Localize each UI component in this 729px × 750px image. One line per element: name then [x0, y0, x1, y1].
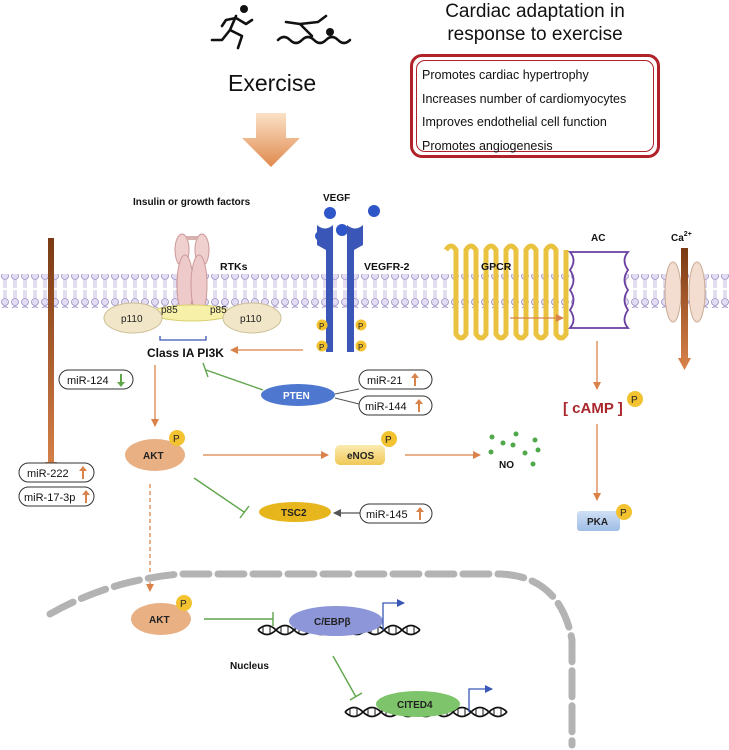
- svg-text:P: P: [358, 322, 363, 331]
- effects-list: Promotes cardiac hypertrophy Increases n…: [422, 64, 626, 158]
- enos-phospho: [381, 431, 397, 447]
- mirna-mir124: miR-124: [58, 369, 134, 390]
- enos-node: [335, 445, 385, 465]
- mirna-mir144: miR-144: [358, 395, 433, 416]
- p110-left: [103, 302, 163, 334]
- rtk-receptor: [174, 233, 210, 316]
- nuclear-envelope: [46, 570, 576, 749]
- gpcr-receptor: [443, 243, 569, 341]
- svg-text:P: P: [620, 508, 627, 519]
- pka-phospho: [616, 504, 632, 520]
- cited4-node: [376, 691, 460, 717]
- mirna-mir17: miR-17-3p: [18, 486, 95, 507]
- cebpb-label: C/EBPβ: [314, 617, 351, 628]
- mir144-to-pten-line: [334, 397, 360, 405]
- effects-box: Promotes cardiac hypertrophy Increases n…: [410, 54, 660, 158]
- pka-label: PKA: [587, 517, 608, 528]
- mirna-mir21: miR-21: [358, 369, 433, 390]
- svg-text:P: P: [358, 343, 363, 352]
- effect-item: Improves endothelial cell function: [422, 115, 607, 129]
- svg-text:miR-124: miR-124: [67, 375, 109, 387]
- pka-node: [577, 511, 620, 531]
- nuclear-akt-label: AKT: [149, 615, 170, 626]
- svg-text:miR-222: miR-222: [27, 468, 69, 480]
- p85-left-label: p85: [161, 305, 178, 316]
- mirna-mir145: miR-145: [359, 503, 433, 524]
- nuclear-akt-node: [131, 603, 191, 635]
- svg-text:P: P: [385, 435, 392, 446]
- exercise-label: Exercise: [228, 70, 317, 96]
- svg-text:P: P: [180, 599, 187, 610]
- runner-icon: [210, 5, 254, 50]
- p110-left-label: p110: [121, 314, 143, 325]
- p110-right: [222, 302, 282, 334]
- effect-item: Promotes angiogenesis: [422, 138, 553, 153]
- cited4-tss-arrow: [468, 685, 493, 712]
- nuclear-akt-phospho: [176, 595, 192, 611]
- no-molecules: [488, 431, 541, 467]
- pten-label: PTEN: [283, 391, 310, 402]
- cited4-label: CITED4: [397, 700, 433, 711]
- akt-label: AKT: [143, 451, 164, 462]
- svg-text:P: P: [319, 322, 324, 331]
- svg-text:miR-144: miR-144: [365, 401, 407, 413]
- tsc2-node: [259, 502, 331, 522]
- mir-to-pten-line: [334, 388, 360, 395]
- svg-text:miR-17-3p: miR-17-3p: [24, 492, 75, 504]
- cebpb-tss-arrow: [382, 599, 405, 630]
- vegfr2-label: VEGFR-2: [364, 261, 410, 273]
- akt-inhibits-cebpb: [204, 612, 274, 626]
- svg-text:P: P: [319, 343, 324, 352]
- vegf-label: VEGF: [323, 193, 350, 204]
- cebpb-inhibits-cited4: [332, 655, 363, 701]
- effects-box-inner-border: [416, 60, 654, 152]
- calcium-channel: [664, 248, 706, 370]
- rtks-label: RTKs: [220, 261, 248, 273]
- camp-phospho: [627, 391, 643, 407]
- svg-text:miR-21: miR-21: [367, 375, 402, 387]
- akt-node: [125, 439, 185, 471]
- enos-label: eNOS: [347, 451, 375, 462]
- title-line-1: Cardiac adaptation in: [445, 1, 625, 22]
- gpcr-label: GPCR: [481, 261, 512, 273]
- ca-label: Ca2+: [671, 231, 692, 244]
- swimmer-icon: [276, 14, 352, 45]
- pten-inhibits-pi3k: [202, 362, 264, 391]
- class-ia-pi3k-label: Class IA PI3K: [147, 346, 224, 360]
- exercise-down-arrow: [242, 113, 300, 167]
- figure-title: Cardiac adaptation in response to exerci…: [410, 0, 660, 46]
- p85-right-label: p85: [210, 305, 227, 316]
- pten-node: [261, 384, 335, 406]
- svg-text:P: P: [631, 395, 638, 406]
- vegfr2-phospho: P P P P: [316, 319, 367, 352]
- no-label: NO: [499, 460, 514, 471]
- ac-label: AC: [591, 233, 605, 244]
- svg-text:P: P: [173, 434, 180, 445]
- nucleus-label: Nucleus: [230, 661, 269, 672]
- akt-inhibits-tsc2: [193, 477, 250, 519]
- insulin-label: Insulin or growth factors: [133, 197, 251, 208]
- title-line-2: response to exercise: [447, 24, 623, 45]
- camp-label: [ cAMP ]: [563, 400, 623, 417]
- left-brown-arrow: [45, 238, 57, 474]
- adenylyl-cyclase: [568, 251, 630, 329]
- effect-item: Increases number of cardiomyocytes: [422, 91, 627, 106]
- effect-item: Promotes cardiac hypertrophy: [422, 68, 589, 82]
- pi3k-bracket: [159, 336, 207, 341]
- mirna-mir222: miR-222: [18, 462, 95, 483]
- svg-text:miR-145: miR-145: [366, 509, 408, 521]
- akt-phospho: [169, 430, 185, 446]
- vegfr2-receptor: [317, 225, 363, 352]
- p110-right-label: p110: [240, 314, 262, 325]
- cebpb-node: [289, 606, 383, 636]
- tsc2-label: TSC2: [281, 508, 307, 519]
